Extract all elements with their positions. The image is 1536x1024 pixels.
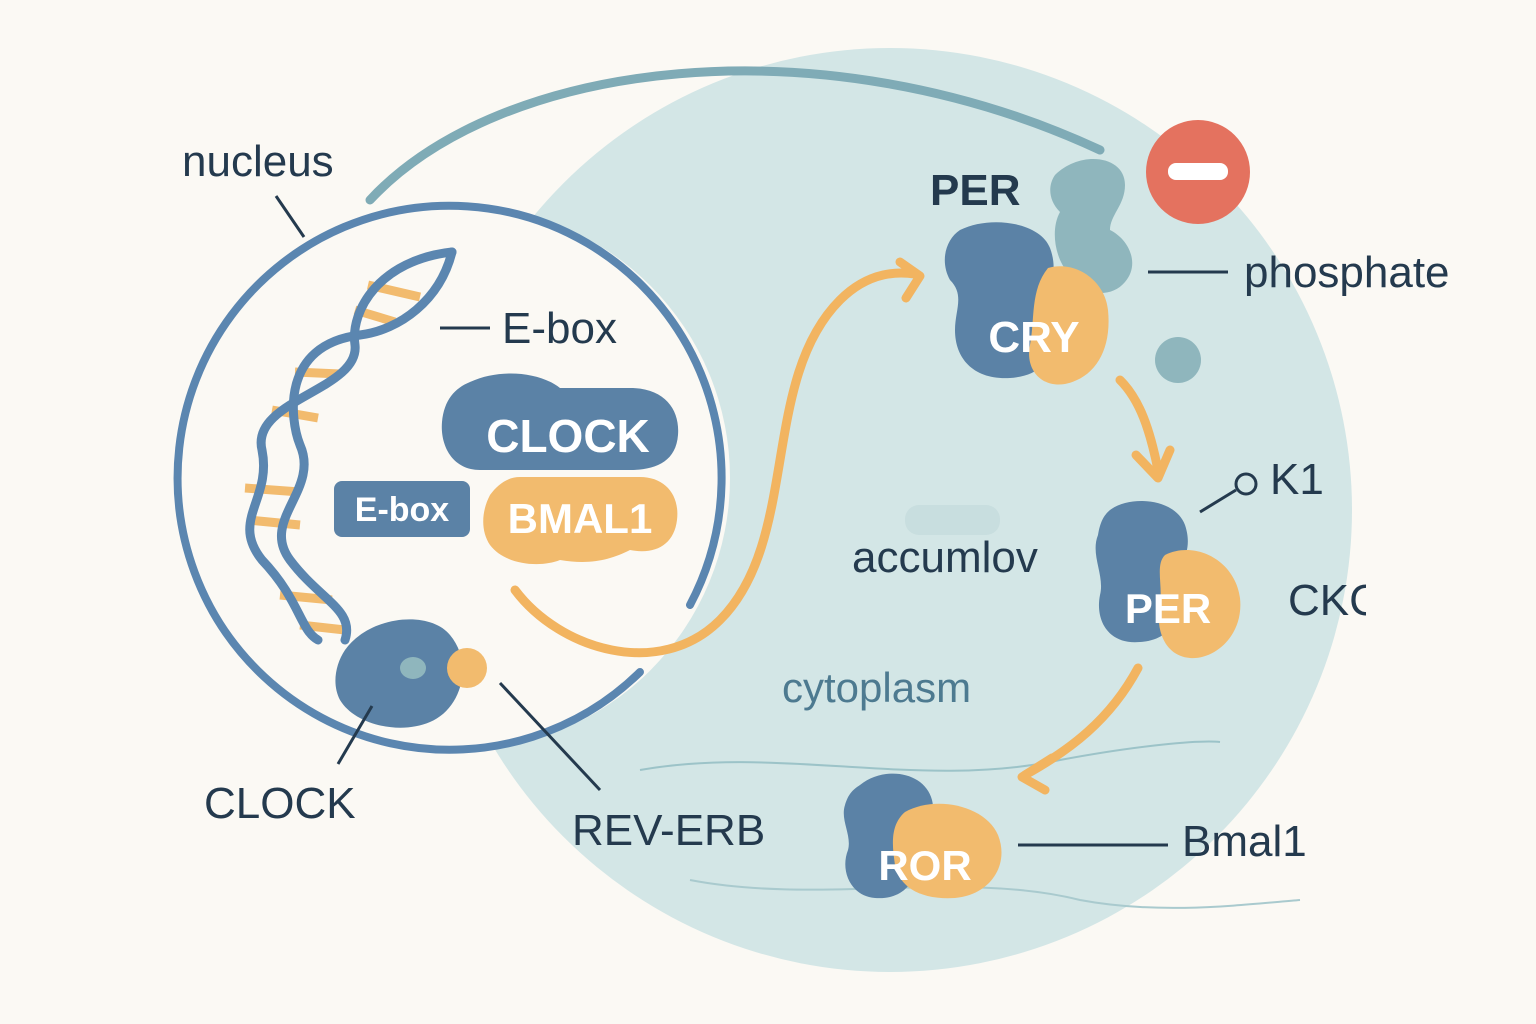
- per-mid-label: PER: [1125, 585, 1211, 632]
- bmal1-right-label: Bmal1: [1182, 817, 1307, 866]
- clock-bottom-dot: [400, 657, 426, 679]
- cry-protein: [1029, 266, 1109, 385]
- clock-bottom-label: CLOCK: [204, 779, 356, 828]
- ckc-label-group: CKC: [1288, 576, 1381, 625]
- rev-erb-bead: [447, 648, 487, 688]
- nucleus-envelope: [173, 201, 726, 754]
- nucleus-interior: [186, 206, 730, 750]
- k1-marker: [1234, 472, 1258, 496]
- ebox-box-bg: [334, 481, 470, 537]
- per-top-label: PER: [930, 166, 1020, 215]
- accumulate-label: accumlov: [852, 533, 1038, 582]
- nucleus-label: nucleus: [182, 137, 334, 186]
- phosphate-label: phosphate: [1244, 248, 1450, 297]
- cytoplasm-wave: [689, 879, 1301, 909]
- clock-bmal1-complex: CLOCK BMAL1: [441, 373, 679, 565]
- cry-label: CRY: [988, 313, 1079, 362]
- clock-bottom-leader: [336, 705, 374, 765]
- degradation-arrow: [1115, 375, 1175, 483]
- clock-revreb-blob: [335, 619, 602, 792]
- ror-complex: ROR: [843, 773, 1002, 899]
- ebox-box: E-box: [334, 481, 470, 537]
- dna-helix-icon: [244, 247, 457, 645]
- export-arrow: [510, 257, 925, 658]
- k1-leader: [1199, 488, 1237, 514]
- ror-label: ROR: [878, 842, 971, 889]
- ebox-dna-label: E-box: [502, 304, 617, 353]
- per-cry-complex: CRY: [944, 158, 1133, 385]
- ror-orange-protein: [892, 803, 1002, 899]
- ckc-label: CKC: [1288, 576, 1381, 625]
- minus-circle-icon: [1146, 120, 1250, 224]
- faint-smudge: [905, 505, 1000, 535]
- per-mid-orange-protein: [1158, 549, 1241, 659]
- ebox-box-label: E-box: [355, 491, 450, 529]
- per-mid-complex: PER: [1095, 501, 1241, 659]
- k1-label: K1: [1270, 455, 1324, 504]
- free-phosphate-dot: [1155, 337, 1201, 383]
- nucleus-leader-line: [274, 195, 306, 238]
- cytoplasm-wave: [639, 740, 1221, 772]
- rev-erb-label: REV-ERB: [572, 806, 765, 855]
- per-protein-top: [944, 222, 1054, 379]
- feedback-arrow: [1017, 663, 1143, 795]
- clock-protein-shape: [441, 373, 679, 470]
- nucleus: [173, 195, 730, 754]
- rev-erb-leader: [498, 681, 602, 792]
- clock-bottom-protein: [335, 619, 463, 728]
- cell-membrane: [365, 66, 1105, 205]
- bmal1-protein-shape: [483, 477, 678, 565]
- cytoplasm-label: cytoplasm: [782, 664, 971, 711]
- bmal1-complex-label: BMAL1: [508, 495, 653, 542]
- phosphate-group: [1050, 158, 1133, 294]
- clock-complex-label: CLOCK: [486, 410, 650, 462]
